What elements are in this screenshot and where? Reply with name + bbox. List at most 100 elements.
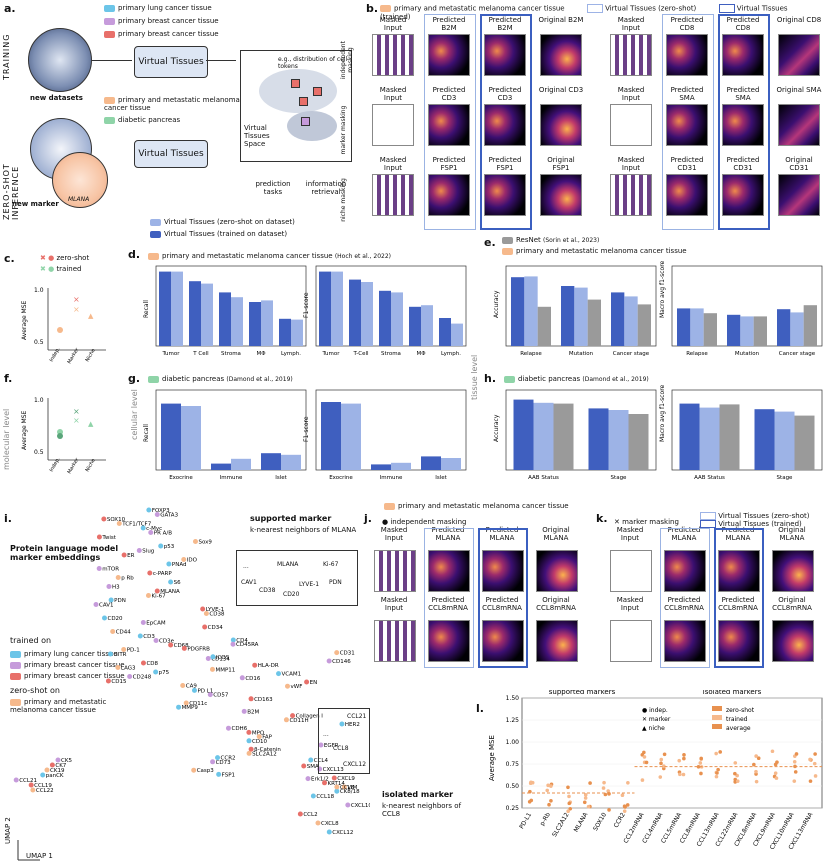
training-tissue-image bbox=[28, 28, 92, 92]
marker-point bbox=[326, 829, 332, 835]
marker-label: Collagen I bbox=[296, 714, 324, 720]
marker-point bbox=[310, 793, 316, 799]
bar bbox=[803, 305, 817, 346]
point bbox=[812, 761, 817, 766]
y-axis-label: Average MSE bbox=[488, 735, 496, 781]
isolated-marker-sub: k-nearest neighbors of CCL8 bbox=[382, 802, 462, 818]
masked-input-image bbox=[610, 174, 652, 216]
marker-point bbox=[290, 713, 296, 719]
marker-point bbox=[116, 521, 122, 526]
original-image bbox=[540, 174, 582, 216]
marker-point bbox=[93, 602, 99, 607]
point bbox=[568, 806, 573, 811]
tick-label: Stroma bbox=[221, 351, 241, 357]
marker-point bbox=[101, 615, 107, 621]
marker-label: SLC2A12 bbox=[252, 751, 277, 757]
virtual-tissues-box-2: Virtual Tissues bbox=[134, 140, 208, 168]
tick-label: Stroma bbox=[381, 351, 401, 357]
predicted-image bbox=[666, 34, 708, 76]
marker-point bbox=[148, 530, 154, 535]
tile-heading: Original B2M bbox=[538, 16, 584, 24]
tick-label: AAB Status bbox=[694, 475, 725, 481]
point bbox=[545, 788, 550, 793]
marker-label: CD44 bbox=[116, 630, 132, 636]
marker-point bbox=[153, 669, 159, 675]
marker-point bbox=[248, 696, 254, 702]
tile-heading: Predicted CCL8mRNA bbox=[482, 596, 522, 612]
marker-point bbox=[241, 708, 247, 714]
zero-shot-legend: primary and metastatic melanoma cancer t… bbox=[104, 96, 240, 124]
point bbox=[813, 774, 818, 778]
marker-point bbox=[326, 658, 332, 664]
marker-point bbox=[49, 762, 55, 768]
inset-label: CAV1 bbox=[241, 579, 257, 586]
tile-heading: Original SMA bbox=[776, 86, 822, 94]
point bbox=[792, 759, 797, 764]
marker-point bbox=[339, 721, 345, 727]
inset-label: CD20 bbox=[283, 591, 300, 598]
space-blob-2 bbox=[287, 111, 337, 141]
marker-point bbox=[239, 675, 245, 681]
y-axis-label: Average MSE bbox=[21, 410, 28, 450]
tile-heading: Predicted MLANA bbox=[431, 526, 465, 542]
bar bbox=[727, 314, 741, 346]
marker-label: MLANA bbox=[160, 589, 180, 595]
predicted-image bbox=[718, 550, 760, 592]
panel-g-source: diabetic pancreas (Damond et al., 2019) bbox=[148, 375, 293, 383]
original-image bbox=[772, 550, 814, 592]
marker-label: CD34 bbox=[208, 625, 224, 631]
bar bbox=[201, 283, 213, 346]
group-label: supported markers bbox=[549, 690, 616, 696]
marker-label: p75 bbox=[159, 670, 170, 676]
point bbox=[607, 808, 611, 812]
point bbox=[714, 774, 719, 779]
point bbox=[57, 433, 63, 439]
bar bbox=[261, 453, 281, 470]
point bbox=[774, 776, 779, 780]
virtual-tissues-box: Virtual Tissues bbox=[134, 46, 208, 78]
marker-label: CDH6 bbox=[231, 726, 247, 732]
point bbox=[603, 792, 608, 797]
tile-heading: Predicted FSP1 bbox=[488, 156, 522, 172]
tile-heading: Predicted CD3 bbox=[488, 86, 522, 102]
model-frame bbox=[480, 14, 532, 230]
predicted-image bbox=[666, 104, 708, 146]
predicted-image bbox=[428, 550, 470, 592]
bar bbox=[754, 409, 775, 470]
point: × bbox=[73, 407, 80, 416]
y-axis-label: Accuracy bbox=[493, 414, 500, 442]
tick-label: Stage bbox=[777, 475, 794, 481]
legend-item: ▲ niche bbox=[642, 725, 665, 732]
predicted-image bbox=[484, 104, 526, 146]
bar bbox=[391, 462, 411, 470]
bar bbox=[451, 323, 463, 346]
marker-label: CCL4 bbox=[314, 758, 329, 764]
plot-frame bbox=[521, 697, 823, 809]
model-frame bbox=[660, 528, 710, 668]
bar bbox=[513, 399, 534, 470]
cell-token bbox=[313, 87, 322, 96]
masked-input-image bbox=[610, 104, 652, 146]
bar bbox=[624, 296, 638, 346]
marker-point bbox=[127, 674, 133, 679]
point bbox=[566, 785, 570, 790]
tick-label: Tumor bbox=[322, 351, 341, 357]
point bbox=[682, 756, 686, 761]
panel-j-legend: primary and metastatic melanoma cancer t… bbox=[384, 502, 569, 510]
legend-item: ✕ marker bbox=[642, 716, 671, 723]
tick-label: T-Cell bbox=[352, 351, 369, 357]
tick-label: Mutation bbox=[735, 351, 760, 357]
point bbox=[754, 779, 759, 784]
marker-label: MPO bbox=[252, 730, 265, 736]
bar bbox=[524, 276, 538, 346]
bar bbox=[637, 304, 651, 346]
tile-heading: Predicted B2M bbox=[488, 16, 522, 32]
point bbox=[808, 757, 812, 762]
tick-label: Mutation bbox=[569, 351, 594, 357]
marker-point bbox=[30, 787, 36, 793]
marker-label: VCAM1 bbox=[282, 672, 302, 678]
marker-point bbox=[283, 717, 289, 723]
